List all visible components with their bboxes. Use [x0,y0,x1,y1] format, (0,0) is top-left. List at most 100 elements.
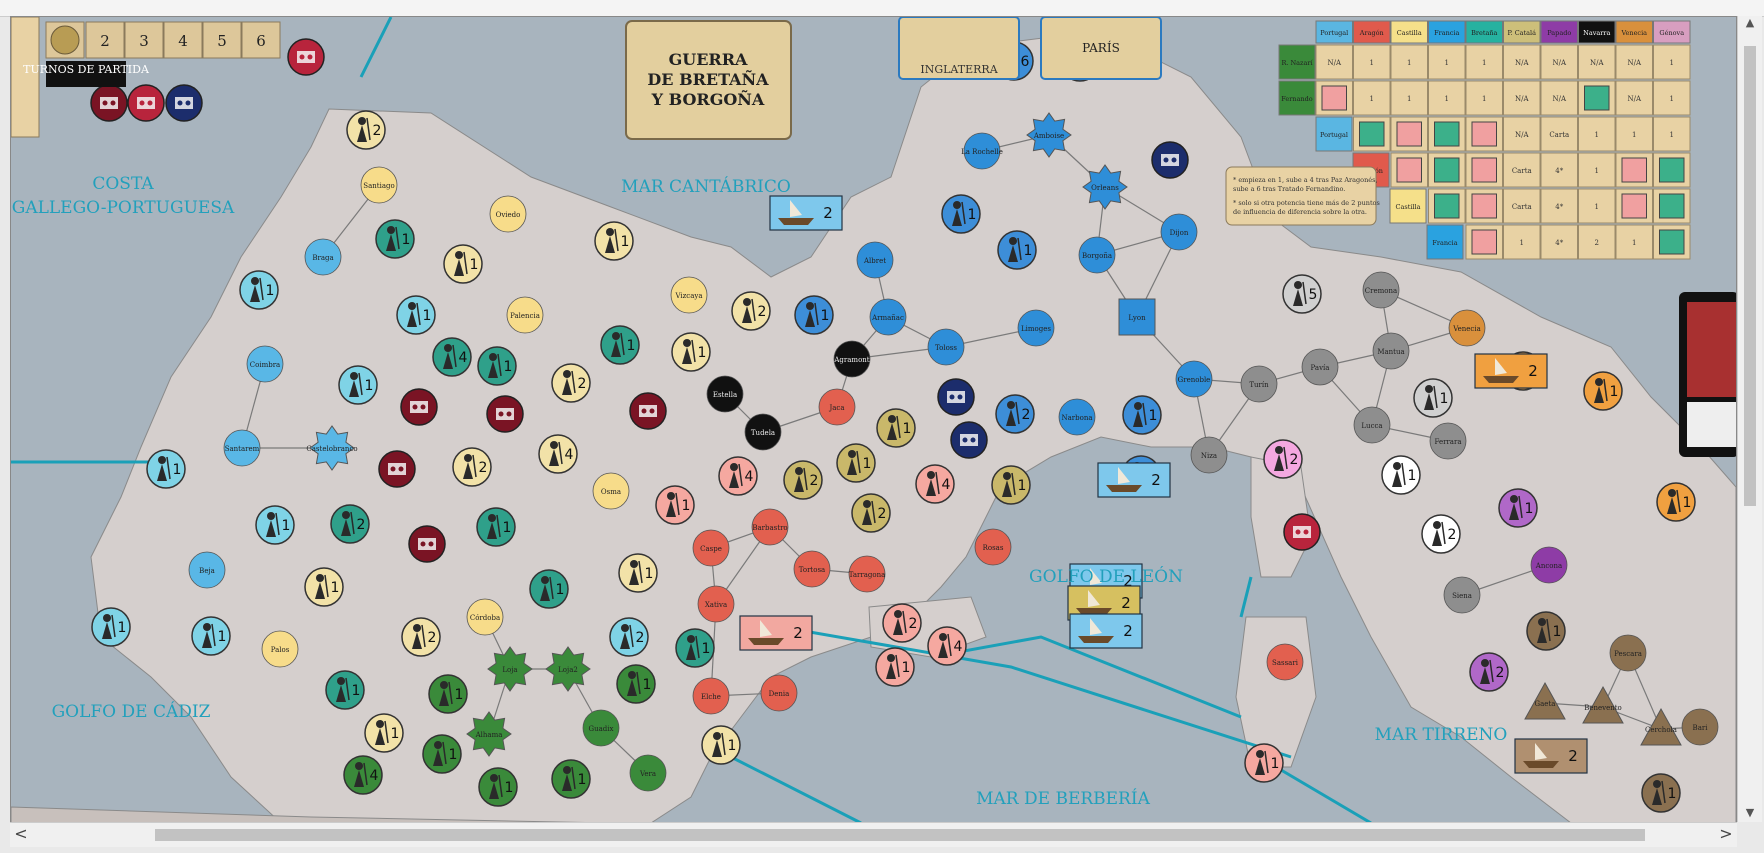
table-cell[interactable] [1653,224,1691,260]
city-beja[interactable]: Beja [188,551,226,589]
table-cell[interactable] [1465,116,1503,152]
city-layer[interactable]: SantiagoOviedoBragaPalenciaVizcayaCoimbr… [188,112,1719,792]
table-cell[interactable]: 2 [1578,224,1616,260]
city-cremona[interactable]: Cremona [1362,271,1400,309]
city-castelobranco[interactable]: Castelobranco [306,425,358,471]
army-token[interactable]: 1 [794,295,834,335]
city-vera[interactable]: Vera [629,754,667,792]
table-cell[interactable]: 4* [1540,188,1578,224]
city-bari[interactable]: Bari [1681,708,1719,746]
army-token[interactable]: 1 [304,567,344,607]
army-token[interactable]: 1 [422,734,462,774]
city-santiago[interactable]: Santiago [360,166,398,204]
city-ancona[interactable]: Ancona [1530,546,1568,584]
coat-of-arms-icon[interactable] [127,84,165,122]
coat-of-arms-icon[interactable] [950,421,988,459]
city-tur-n[interactable]: Turín [1240,365,1278,403]
army-token[interactable]: 1 [191,616,231,656]
coat-of-arms-icon[interactable] [486,395,524,433]
fleet-token[interactable]: 2 [1474,353,1548,389]
turn-box-5[interactable]: 5 [202,21,242,59]
city-palencia[interactable]: Palencia [506,296,544,334]
coat-of-arms-icon[interactable] [1283,513,1321,551]
city-palos[interactable]: Palos [261,630,299,668]
badge-layer[interactable] [90,38,1321,563]
table-cell[interactable] [1428,116,1466,152]
table-cell[interactable]: N/A [1615,80,1653,116]
city-grenoble[interactable]: Grenoble [1175,360,1213,398]
city-rosas[interactable]: Rosas [974,528,1012,566]
army-token[interactable]: 2 [882,603,922,643]
army-token[interactable]: 2 [346,110,386,150]
army-token[interactable]: 1 [875,647,915,687]
table-cell[interactable]: N/A [1540,80,1578,116]
table-cell[interactable] [1465,152,1503,188]
table-cell[interactable]: N/A [1615,44,1653,80]
army-token[interactable]: 1 [1381,455,1421,495]
city-toloss[interactable]: Toloss [927,328,965,366]
army-token[interactable]: 1 [1122,395,1162,435]
city-tudela[interactable]: Tudela [744,413,782,451]
table-cell[interactable] [1465,188,1503,224]
table-cell[interactable]: 1 [1578,116,1616,152]
table-cell[interactable]: 1 [1578,152,1616,188]
army-token[interactable]: 1 [655,485,695,525]
army-token[interactable]: 2 [995,394,1035,434]
table-cell[interactable]: 1 [1653,80,1691,116]
army-token[interactable]: 1 [476,507,516,547]
table-cell[interactable]: 4* [1540,224,1578,260]
coat-of-arms-icon[interactable] [287,38,325,76]
scroll-up-arrow[interactable]: ▲ [1745,16,1755,29]
table-cell[interactable]: 1 [1615,224,1653,260]
table-cell[interactable] [1578,80,1616,116]
army-token[interactable]: 2 [1421,514,1461,554]
table-cell[interactable]: 1 [1653,116,1691,152]
army-token[interactable]: 2 [783,460,823,500]
scroll-left-arrow[interactable]: < [14,824,28,843]
vertical-scroll-thumb[interactable] [1744,46,1756,506]
city-niza[interactable]: Niza [1190,436,1228,474]
army-token[interactable]: 1 [997,230,1037,270]
city-lyon[interactable]: Lyon [1118,298,1156,336]
table-cell[interactable]: 1 [1465,80,1503,116]
city-arma-ac[interactable]: Armañac [869,298,907,336]
army-token[interactable]: 1 [1244,743,1284,783]
army-token[interactable]: 1 [91,607,131,647]
army-token[interactable]: 4 [343,755,383,795]
city-guadix[interactable]: Guadix [582,709,620,747]
army-token[interactable]: 1 [478,767,518,807]
city-limoges[interactable]: Limoges [1017,309,1055,347]
army-token[interactable]: 1 [551,759,591,799]
city-coimbra[interactable]: Coimbra [246,345,284,383]
city-cerchola[interactable]: Cerchola [1640,707,1682,746]
turn-box-4[interactable]: 4 [163,21,203,59]
table-cell[interactable] [1428,152,1466,188]
city-agramont[interactable]: Agramont [833,340,871,378]
army-token[interactable]: 1 [529,569,569,609]
army-token[interactable]: 5 [1282,274,1322,314]
army-token[interactable]: 1 [1641,773,1681,813]
table-cell[interactable]: 1 [1503,224,1541,260]
city-vizcaya[interactable]: Vizcaya [670,276,708,314]
city-c-rdoba[interactable]: Córdoba [466,598,504,636]
city-amboise[interactable]: Amboise [1026,112,1072,158]
city-caspe[interactable]: Caspe [692,529,730,567]
turn-box-6[interactable]: 6 [241,21,281,59]
city-ferrara[interactable]: Ferrara [1429,422,1467,460]
coat-of-arms-icon[interactable] [1151,141,1189,179]
city-oviedo[interactable]: Oviedo [489,195,527,233]
table-cell[interactable] [1353,116,1391,152]
army-token[interactable]: 2 [1263,439,1303,479]
coat-of-arms-icon[interactable] [629,392,667,430]
army-token[interactable]: 1 [1526,611,1566,651]
coat-of-arms-icon[interactable] [408,525,446,563]
scroll-down-arrow[interactable]: ▼ [1745,806,1755,819]
table-cell[interactable]: N/A [1578,44,1616,80]
table-cell[interactable]: Carta [1540,116,1578,152]
table-cell[interactable] [1615,152,1653,188]
army-token[interactable]: 1 [941,194,981,234]
army-token[interactable]: 1 [146,449,186,489]
army-token[interactable]: 1 [616,664,656,704]
